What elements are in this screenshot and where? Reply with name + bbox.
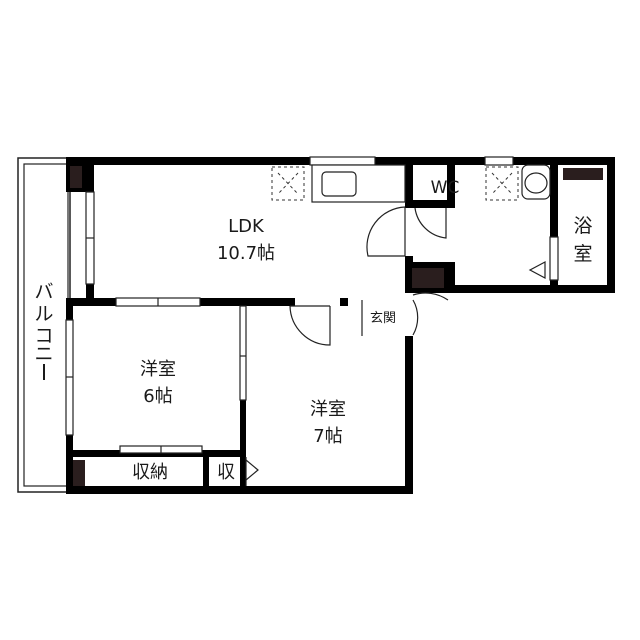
western-room-1-label: 洋室 — [140, 359, 176, 380]
appliance-spaces — [271, 166, 519, 201]
windows — [65, 156, 559, 454]
western-room-2-size: 7帖 — [313, 426, 342, 447]
pillars — [70, 166, 603, 486]
bath-label-2: 室 — [573, 243, 592, 265]
washbasin — [521, 164, 551, 200]
svg-text:ル: ル — [34, 303, 53, 325]
svg-text:コ: コ — [34, 325, 53, 347]
small-closet-label: 収 — [217, 462, 235, 483]
closet-label: 収納 — [132, 462, 168, 483]
ldk-label: LDK — [228, 216, 265, 237]
entrance-label: 玄関 — [370, 311, 396, 326]
ldk-size: 10.7帖 — [217, 243, 275, 264]
kitchen-counter — [311, 164, 406, 203]
svg-text:ニ: ニ — [34, 343, 53, 365]
western-room-2-label: 洋室 — [310, 399, 346, 420]
balcony-label: バ ル コ ニ — [34, 281, 54, 380]
svg-text:バ: バ — [34, 281, 53, 303]
bath-label-1: 浴 — [573, 215, 592, 237]
wc-label: WC — [431, 178, 460, 198]
western-room-1-size: 6帖 — [143, 386, 172, 407]
doors — [245, 206, 546, 486]
